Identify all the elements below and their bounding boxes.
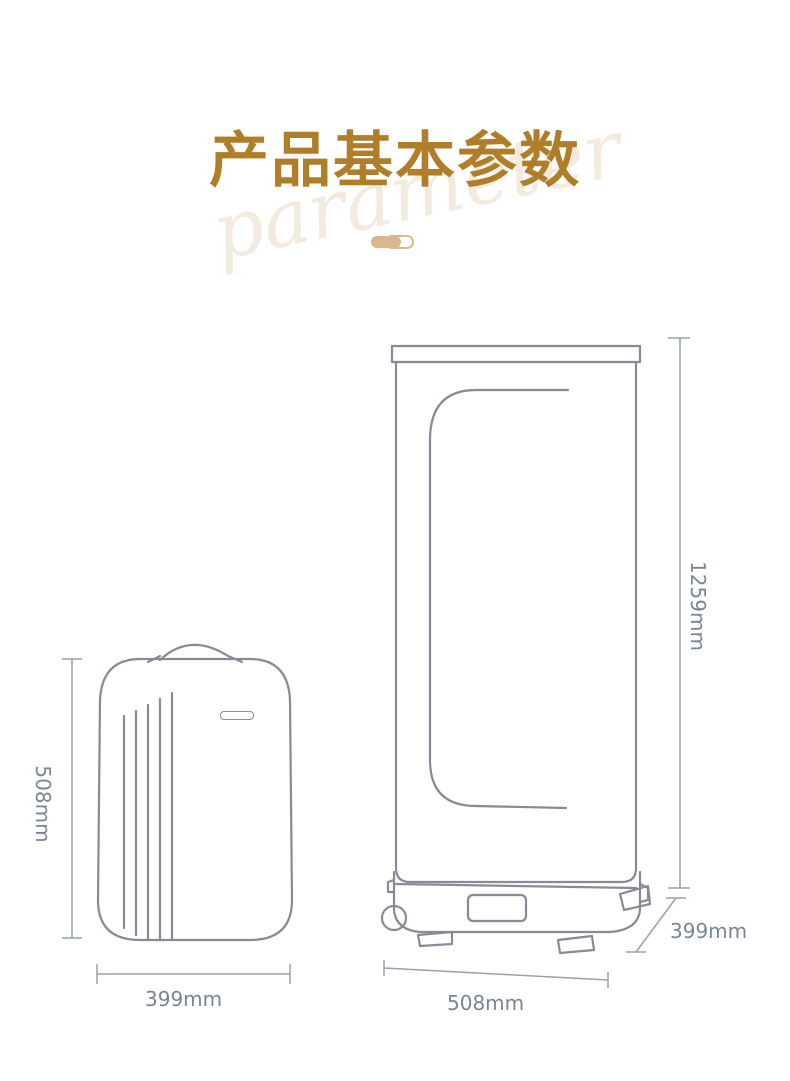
pill-decoration-icon [371, 235, 414, 249]
rack-width-label: 508mm [447, 991, 525, 1015]
page-title: 产品基本参数 [209, 126, 581, 196]
bag-width-label: 399mm [145, 987, 223, 1011]
storage-bag-illustration [96, 643, 294, 942]
brand-badge [220, 711, 254, 720]
drying-rack-illustration [380, 344, 652, 955]
rack-dimension-lines [383, 337, 690, 988]
rack-height-label: 1259mm [686, 561, 710, 651]
bag-dimension-lines [62, 658, 291, 984]
rack-depth-label: 399mm [670, 919, 748, 943]
bag-height-label: 508mm [31, 765, 55, 843]
